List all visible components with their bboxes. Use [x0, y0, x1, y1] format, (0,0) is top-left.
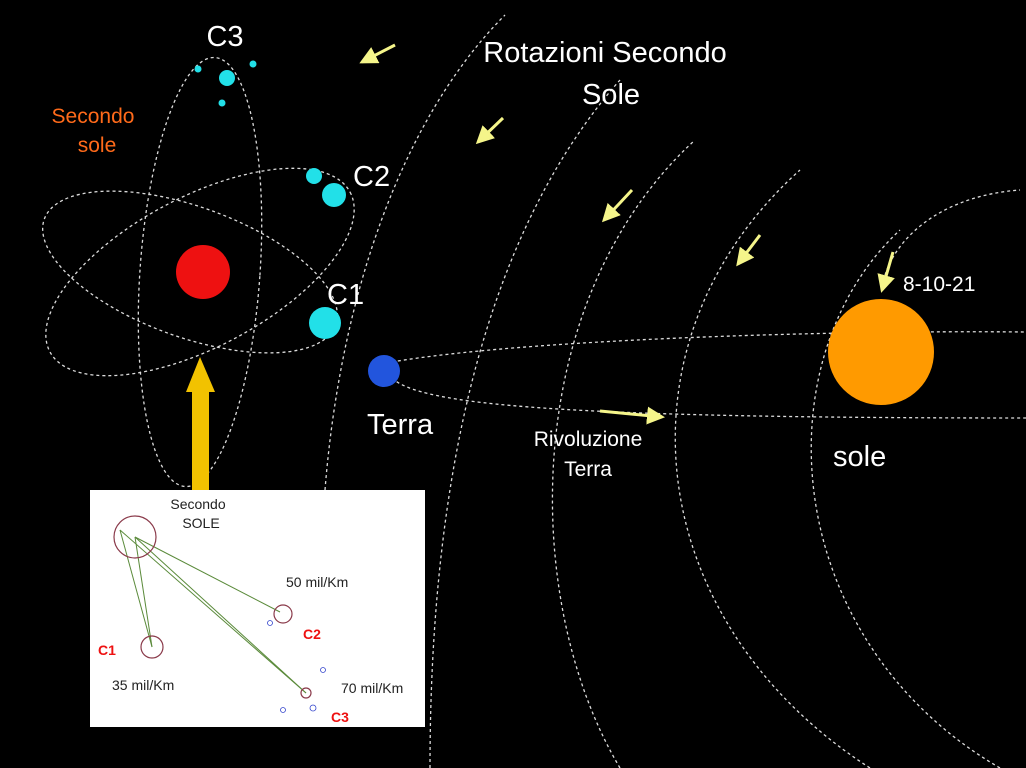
orbit-direction-arrow-4 — [736, 234, 762, 267]
line-to-c2 — [134, 536, 281, 613]
orbit-arc-3 — [551, 139, 696, 768]
sun — [828, 299, 934, 405]
inset-distance-c3: 70 mil/Km — [341, 680, 403, 696]
orbit-arc-5 — [810, 229, 1001, 768]
inset-c1 — [140, 635, 164, 659]
inset-dot-2 — [320, 667, 326, 673]
moon-c2-small — [306, 168, 322, 184]
inset-c3-label: C3 — [331, 709, 349, 725]
distance-inset: Secondo SOLE C1 C2 C3 35 mil/Km 50 mil/K… — [90, 490, 425, 727]
orbit-direction-arrow-2 — [475, 116, 505, 145]
earth-orbit-upper — [391, 331, 1026, 363]
c3-label: C3 — [206, 21, 243, 53]
inset-dot-3 — [280, 707, 286, 713]
line-to-c3 — [134, 536, 307, 694]
c2-label: C2 — [353, 161, 390, 193]
inset-distance-c1: 35 mil/Km — [112, 677, 174, 693]
earth — [368, 355, 400, 387]
distance-inset-diagram: Secondo SOLE C1 C2 C3 35 mil/Km 50 mil/K… — [98, 496, 403, 725]
c1-label: C1 — [327, 279, 364, 311]
moon-c2-large — [322, 183, 346, 207]
sun-label: sole — [833, 441, 886, 473]
second-sun — [176, 245, 230, 299]
second-sun-orbit-1 — [137, 56, 263, 488]
revolution-label-line2: Terra — [564, 458, 612, 481]
moon-c3-dot-3 — [218, 99, 226, 107]
diagram-title-line2: Sole — [582, 79, 640, 111]
earth-label: Terra — [367, 409, 434, 441]
line-to-c1-b — [119, 529, 153, 648]
second-sun-orbit-2 — [45, 167, 355, 377]
orbit-arc-2 — [429, 79, 621, 768]
second-sun-label-line1: Secondo — [52, 105, 135, 128]
orbit-arc-4 — [674, 169, 871, 768]
diagram-title-line1: Rotazioni Secondo — [483, 37, 726, 69]
line-to-c3-b — [119, 529, 307, 694]
earth-revolution-arrow — [599, 406, 665, 425]
orbit-direction-arrow-5 — [877, 251, 895, 293]
moon-c3-dot-1 — [194, 65, 202, 73]
moon-c3-main — [219, 70, 235, 86]
moon-c3-dot-2 — [249, 60, 257, 68]
earth-orbit-lower — [391, 377, 1026, 419]
second-sun-label-line2: sole — [78, 134, 117, 157]
moon-c1 — [309, 307, 341, 339]
line-to-c1 — [134, 536, 153, 648]
revolution-label-line1: Rivoluzione — [534, 428, 643, 451]
inset-distance-c2: 50 mil/Km — [286, 574, 348, 590]
inset-c2 — [273, 604, 293, 624]
orbit-direction-arrow-1 — [359, 43, 396, 64]
inset-title-line2: SOLE — [182, 515, 219, 531]
inset-c3 — [300, 687, 312, 699]
inset-second-sun — [113, 515, 157, 559]
inset-c1-label: C1 — [98, 642, 116, 658]
inset-dot-1 — [267, 620, 273, 626]
up-arrow — [186, 357, 215, 490]
orbit-arc-1 — [324, 14, 506, 491]
inset-dot-4 — [309, 704, 317, 712]
inset-title-line1: Secondo — [170, 496, 225, 512]
orbit-arc-6 — [884, 189, 1021, 276]
inset-c2-label: C2 — [303, 626, 321, 642]
orbit-direction-arrow-3 — [601, 188, 634, 223]
date-label: 8-10-21 — [903, 273, 975, 296]
